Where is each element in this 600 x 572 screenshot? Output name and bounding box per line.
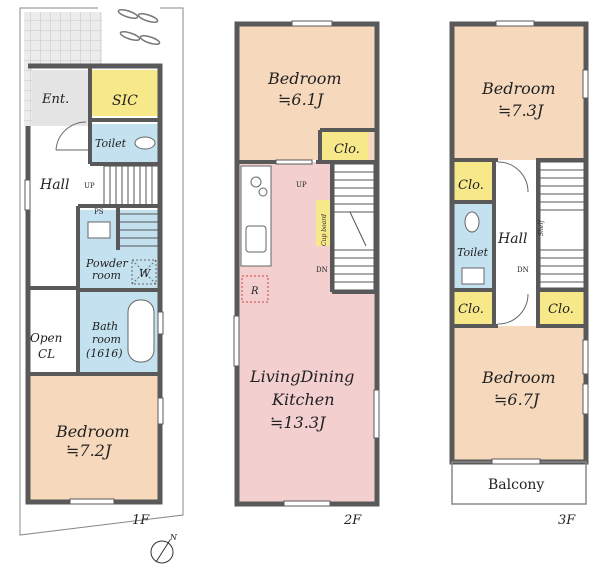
- stairs-1f: [103, 165, 159, 247]
- toilet-label-1f: Toilet: [95, 137, 127, 150]
- ldk-label-2: Kitchen: [271, 390, 335, 409]
- sic-label: SIC: [112, 93, 138, 109]
- compass-ring: [150, 540, 174, 564]
- w-label: W: [139, 267, 152, 280]
- bicycle-icon: [117, 9, 161, 45]
- entrance-door: [55, 121, 88, 151]
- bedroom-3f-top: [454, 26, 584, 160]
- bathtub: [127, 299, 155, 363]
- stove-burner: [250, 176, 262, 188]
- sink-powder: [87, 221, 111, 239]
- floor-label-2f: 2F: [343, 513, 362, 528]
- bedroom-1f-name: Bedroom: [55, 422, 130, 441]
- open-cl-label-1: Open: [30, 331, 62, 345]
- balcony-label: Balcony: [488, 477, 544, 493]
- bedroom-3f-top-size: ≒7.3J: [498, 101, 545, 120]
- entrance-tiles: [24, 12, 102, 66]
- bedroom-3f-bottom: [454, 326, 584, 460]
- door-3f-top: [497, 161, 529, 193]
- cupboard-label: Cup board: [321, 214, 328, 246]
- toilet-fixture-1f: [134, 136, 156, 150]
- clo-label-3f-upper: Clo.: [458, 178, 484, 193]
- bedroom-2f-name: Bedroom: [267, 69, 342, 88]
- bedroom-3f-bottom-size: ≒6.7J: [494, 390, 541, 409]
- cupboard: [316, 200, 332, 246]
- floor-3f: Bedroom ≒7.3J Clo. Hall Shelf Toilet DN …: [449, 20, 589, 528]
- floor-2f: Bedroom ≒6.1J Clo. UP DN Cup board R Liv…: [233, 20, 380, 528]
- open-cl-label-2: CL: [38, 347, 55, 361]
- ldk-label-3: ≒13.3J: [270, 413, 327, 432]
- walls-2f-inner: [237, 128, 377, 294]
- ent-label: Ent.: [41, 92, 69, 107]
- windows-2f: [233, 20, 380, 507]
- walls-3f-inner: [452, 158, 586, 328]
- bedroom-3f-top-name: Bedroom: [481, 79, 556, 98]
- stove-burner-2: [258, 187, 268, 197]
- door-3f-bottom: [497, 293, 529, 325]
- walls-1f-outer: [25, 63, 163, 505]
- bath-label-1: Bath: [91, 320, 118, 333]
- ent-floor: [32, 70, 90, 126]
- bedroom-1f: [28, 376, 160, 502]
- compass-arrow-icon: [155, 539, 171, 563]
- bedroom-2f-size: ≒6.1J: [278, 90, 325, 109]
- floor-1f: Ent. SIC Toilet Hall UP PS Powder room W…: [19, 7, 184, 536]
- bath-label-3: (1616): [86, 347, 123, 360]
- floor-label-3f: 3F: [558, 513, 576, 528]
- site-boundary: [19, 7, 184, 536]
- sink-3f: [461, 267, 485, 285]
- stair-dn-label-3f: DN: [517, 266, 529, 274]
- bedroom-3f-bottom-name: Bedroom: [481, 368, 556, 387]
- compass-label: N: [169, 533, 178, 542]
- toilet-label-3f: Toilet: [457, 246, 489, 259]
- ps-label: PS: [94, 208, 104, 216]
- stair-dn-label-2f: DN: [316, 266, 328, 274]
- floor-label-1f: 1F: [132, 513, 150, 528]
- refrigerator: [241, 275, 269, 303]
- clo-3f-upper: [454, 162, 492, 200]
- bath-label-2: room: [92, 333, 121, 346]
- clo-label-3f-lower-left: Clo.: [458, 302, 484, 317]
- clo-3f-lower-left: [454, 292, 492, 324]
- kitchen-sink: [245, 225, 267, 253]
- toilet-fixture-3f: [464, 211, 480, 233]
- stair-up-label-2f: UP: [296, 181, 307, 189]
- kitchen-counter: [240, 165, 272, 267]
- r-label: R: [250, 286, 259, 297]
- clo-label-3f-lower-right: Clo.: [548, 302, 574, 317]
- compass: N: [150, 533, 178, 564]
- clo-label-2f: Clo.: [334, 142, 360, 157]
- shelf-label: Shelf: [538, 219, 545, 236]
- washer-box: [131, 259, 157, 285]
- stairs-3f: [539, 161, 585, 289]
- hall-label-3f: Hall: [497, 231, 528, 247]
- stairs-2f: [333, 163, 375, 291]
- ldk-label-1: LivingDining: [249, 367, 354, 386]
- bedroom-1f-size: ≒7.2J: [66, 441, 113, 460]
- powder-label-2: room: [92, 269, 121, 282]
- balcony-area: [452, 462, 586, 504]
- stair-up-label-1f: UP: [84, 182, 95, 190]
- clo-3f-lower-right: [540, 292, 584, 324]
- sic-room: [90, 70, 160, 116]
- windows-1f: [24, 179, 164, 505]
- powder-label-1: Powder: [85, 257, 129, 270]
- entrance-tiles-2: [24, 66, 32, 126]
- windows-3f: [491, 20, 589, 465]
- hall-label-1f: Hall: [39, 177, 70, 193]
- clo-2f: [322, 130, 368, 160]
